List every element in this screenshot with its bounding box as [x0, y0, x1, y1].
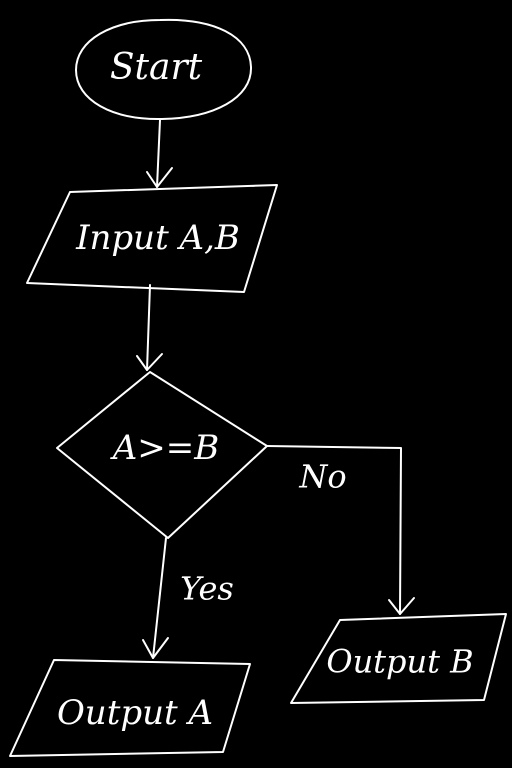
input-label: Input A,B — [75, 218, 240, 258]
edge-no: No — [266, 445, 415, 615]
edge-start-to-input-arrowhead — [146, 167, 173, 188]
edge-yes: Yes — [142, 537, 234, 659]
edge-no-line — [266, 445, 402, 615]
output-a-label: Output A — [57, 693, 213, 733]
decision-label: A>=B — [110, 428, 220, 468]
edge-input-to-decision-arrowhead — [136, 353, 163, 371]
input-parallelogram — [26, 184, 278, 293]
output-a-node: Output A — [9, 659, 251, 757]
edge-input-to-decision — [136, 284, 163, 371]
decision-diamond — [56, 371, 268, 539]
edge-yes-arrowhead — [142, 637, 169, 659]
edge-input-to-decision-line — [146, 284, 151, 371]
start-ellipse — [75, 18, 253, 121]
edge-start-to-input-line — [156, 119, 161, 188]
input-node: Input A,B — [26, 184, 278, 293]
decision-node: A>=B — [56, 371, 268, 539]
edge-yes-line — [152, 537, 167, 659]
edge-yes-label: Yes — [180, 570, 234, 608]
output-b-parallelogram — [290, 613, 507, 704]
edge-no-label: No — [298, 458, 346, 496]
start-label: Start — [110, 47, 203, 88]
output-b-node: Output B — [290, 613, 507, 704]
start-node: Start — [75, 18, 253, 121]
edge-start-to-input — [146, 119, 173, 188]
output-a-parallelogram — [9, 659, 251, 757]
output-b-label: Output B — [326, 643, 473, 681]
edge-no-arrowhead — [388, 597, 415, 615]
